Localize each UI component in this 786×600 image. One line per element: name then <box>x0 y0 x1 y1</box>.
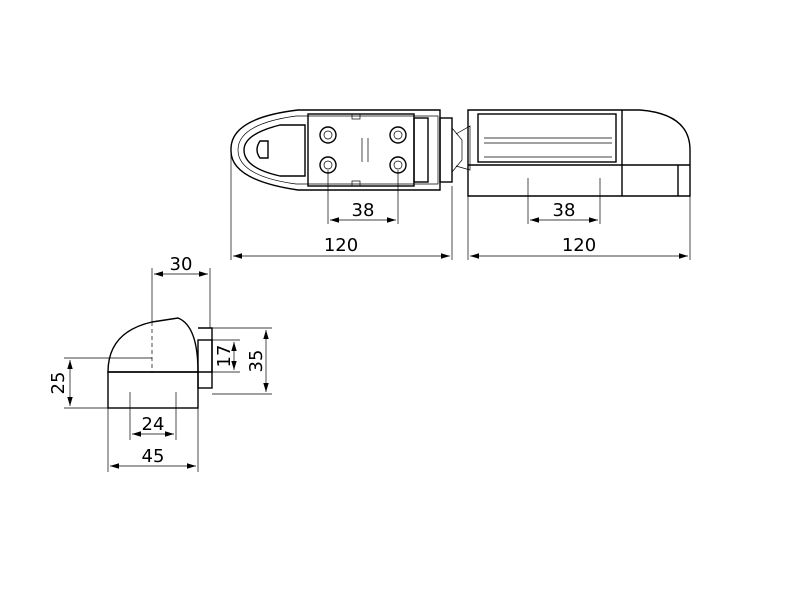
plate-slot <box>256 140 269 159</box>
edge-step <box>413 117 429 183</box>
dim-side-25: 25 <box>48 372 69 395</box>
dim-side-35: 35 <box>246 350 267 373</box>
dim-top-right-120: 120 <box>562 235 596 256</box>
dim-side-24: 24 <box>142 414 165 435</box>
side-base <box>107 371 199 409</box>
leaf-pivot <box>455 125 471 171</box>
leaf-outline <box>467 109 691 197</box>
top-notch <box>351 113 361 120</box>
dim-side-45: 45 <box>142 446 165 467</box>
bottom-notch <box>351 180 361 187</box>
hinge-side-view <box>107 317 213 409</box>
dim-top-right-38: 38 <box>553 200 576 221</box>
dim-side-17: 17 <box>214 345 235 368</box>
hinge-leaf-top-view <box>455 109 691 197</box>
dim-side-30: 30 <box>170 254 193 275</box>
plate-tongue <box>243 124 306 177</box>
dim-top-left-120: 120 <box>324 235 358 256</box>
knuckle-link <box>451 127 463 173</box>
dim-top-left-38: 38 <box>352 200 375 221</box>
dimension-lines <box>64 150 691 472</box>
leaf-insert <box>477 113 617 163</box>
hinge-plate-top-view <box>230 109 463 191</box>
side-dome <box>107 317 199 373</box>
hinge-knuckle <box>439 117 453 183</box>
side-flange-block <box>197 339 213 389</box>
plate-outline <box>230 109 441 191</box>
mounting-holes <box>319 126 407 174</box>
side-flange <box>198 327 213 373</box>
plate-inner-outline <box>237 115 439 185</box>
